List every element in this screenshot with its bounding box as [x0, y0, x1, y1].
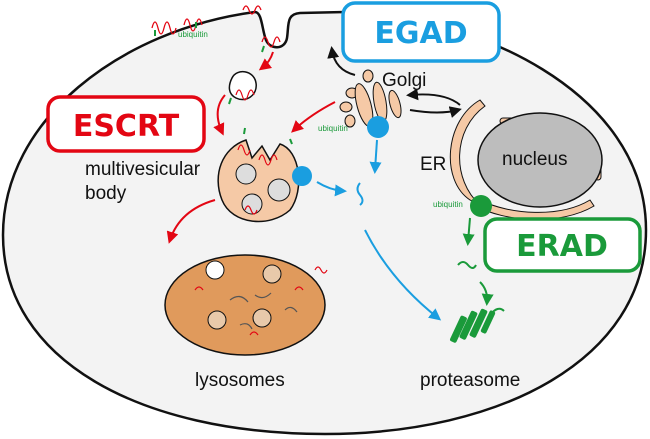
multivesicular-body: [217, 139, 312, 223]
ubiquitin-label-golgi: ubiquitin: [318, 124, 348, 133]
lysosomes-label: lysosomes: [195, 370, 285, 391]
proteasome: [450, 307, 505, 343]
escrt-arrows: [166, 51, 336, 244]
lysosome: [164, 254, 328, 356]
egad-arrows: [316, 139, 442, 321]
egad-factor-golgi: [367, 116, 389, 138]
nucleus-label: nucleus: [502, 149, 568, 170]
er-label: ER: [420, 154, 446, 175]
golgi: [339, 69, 402, 128]
escrt-label: ESCRT: [73, 109, 180, 144]
endocytic-vesicle: [228, 71, 257, 101]
ubiquitin-label-membrane: ubiquitin: [178, 30, 208, 39]
mvb-label-line1: multivesicular: [85, 159, 201, 180]
surface-receptors: [151, 5, 281, 48]
mvb-label-line2: body: [85, 183, 127, 204]
egad-label: EGAD: [374, 16, 467, 51]
proteasome-label: proteasome: [420, 370, 520, 391]
erad-arrows: [457, 217, 494, 306]
ubiquitin-label-er: ubiquitin: [433, 200, 463, 209]
nucleus: [477, 112, 603, 208]
erad-factor: [470, 195, 492, 217]
erad-box: ERAD: [483, 217, 642, 273]
trafficking-arrows: [327, 46, 462, 118]
egad-factor-mvb: [292, 166, 312, 186]
golgi-label: Golgi: [382, 70, 426, 91]
escrt-box: ESCRT: [46, 95, 206, 153]
erad-label: ERAD: [516, 229, 608, 264]
egad-box: EGAD: [341, 1, 501, 63]
